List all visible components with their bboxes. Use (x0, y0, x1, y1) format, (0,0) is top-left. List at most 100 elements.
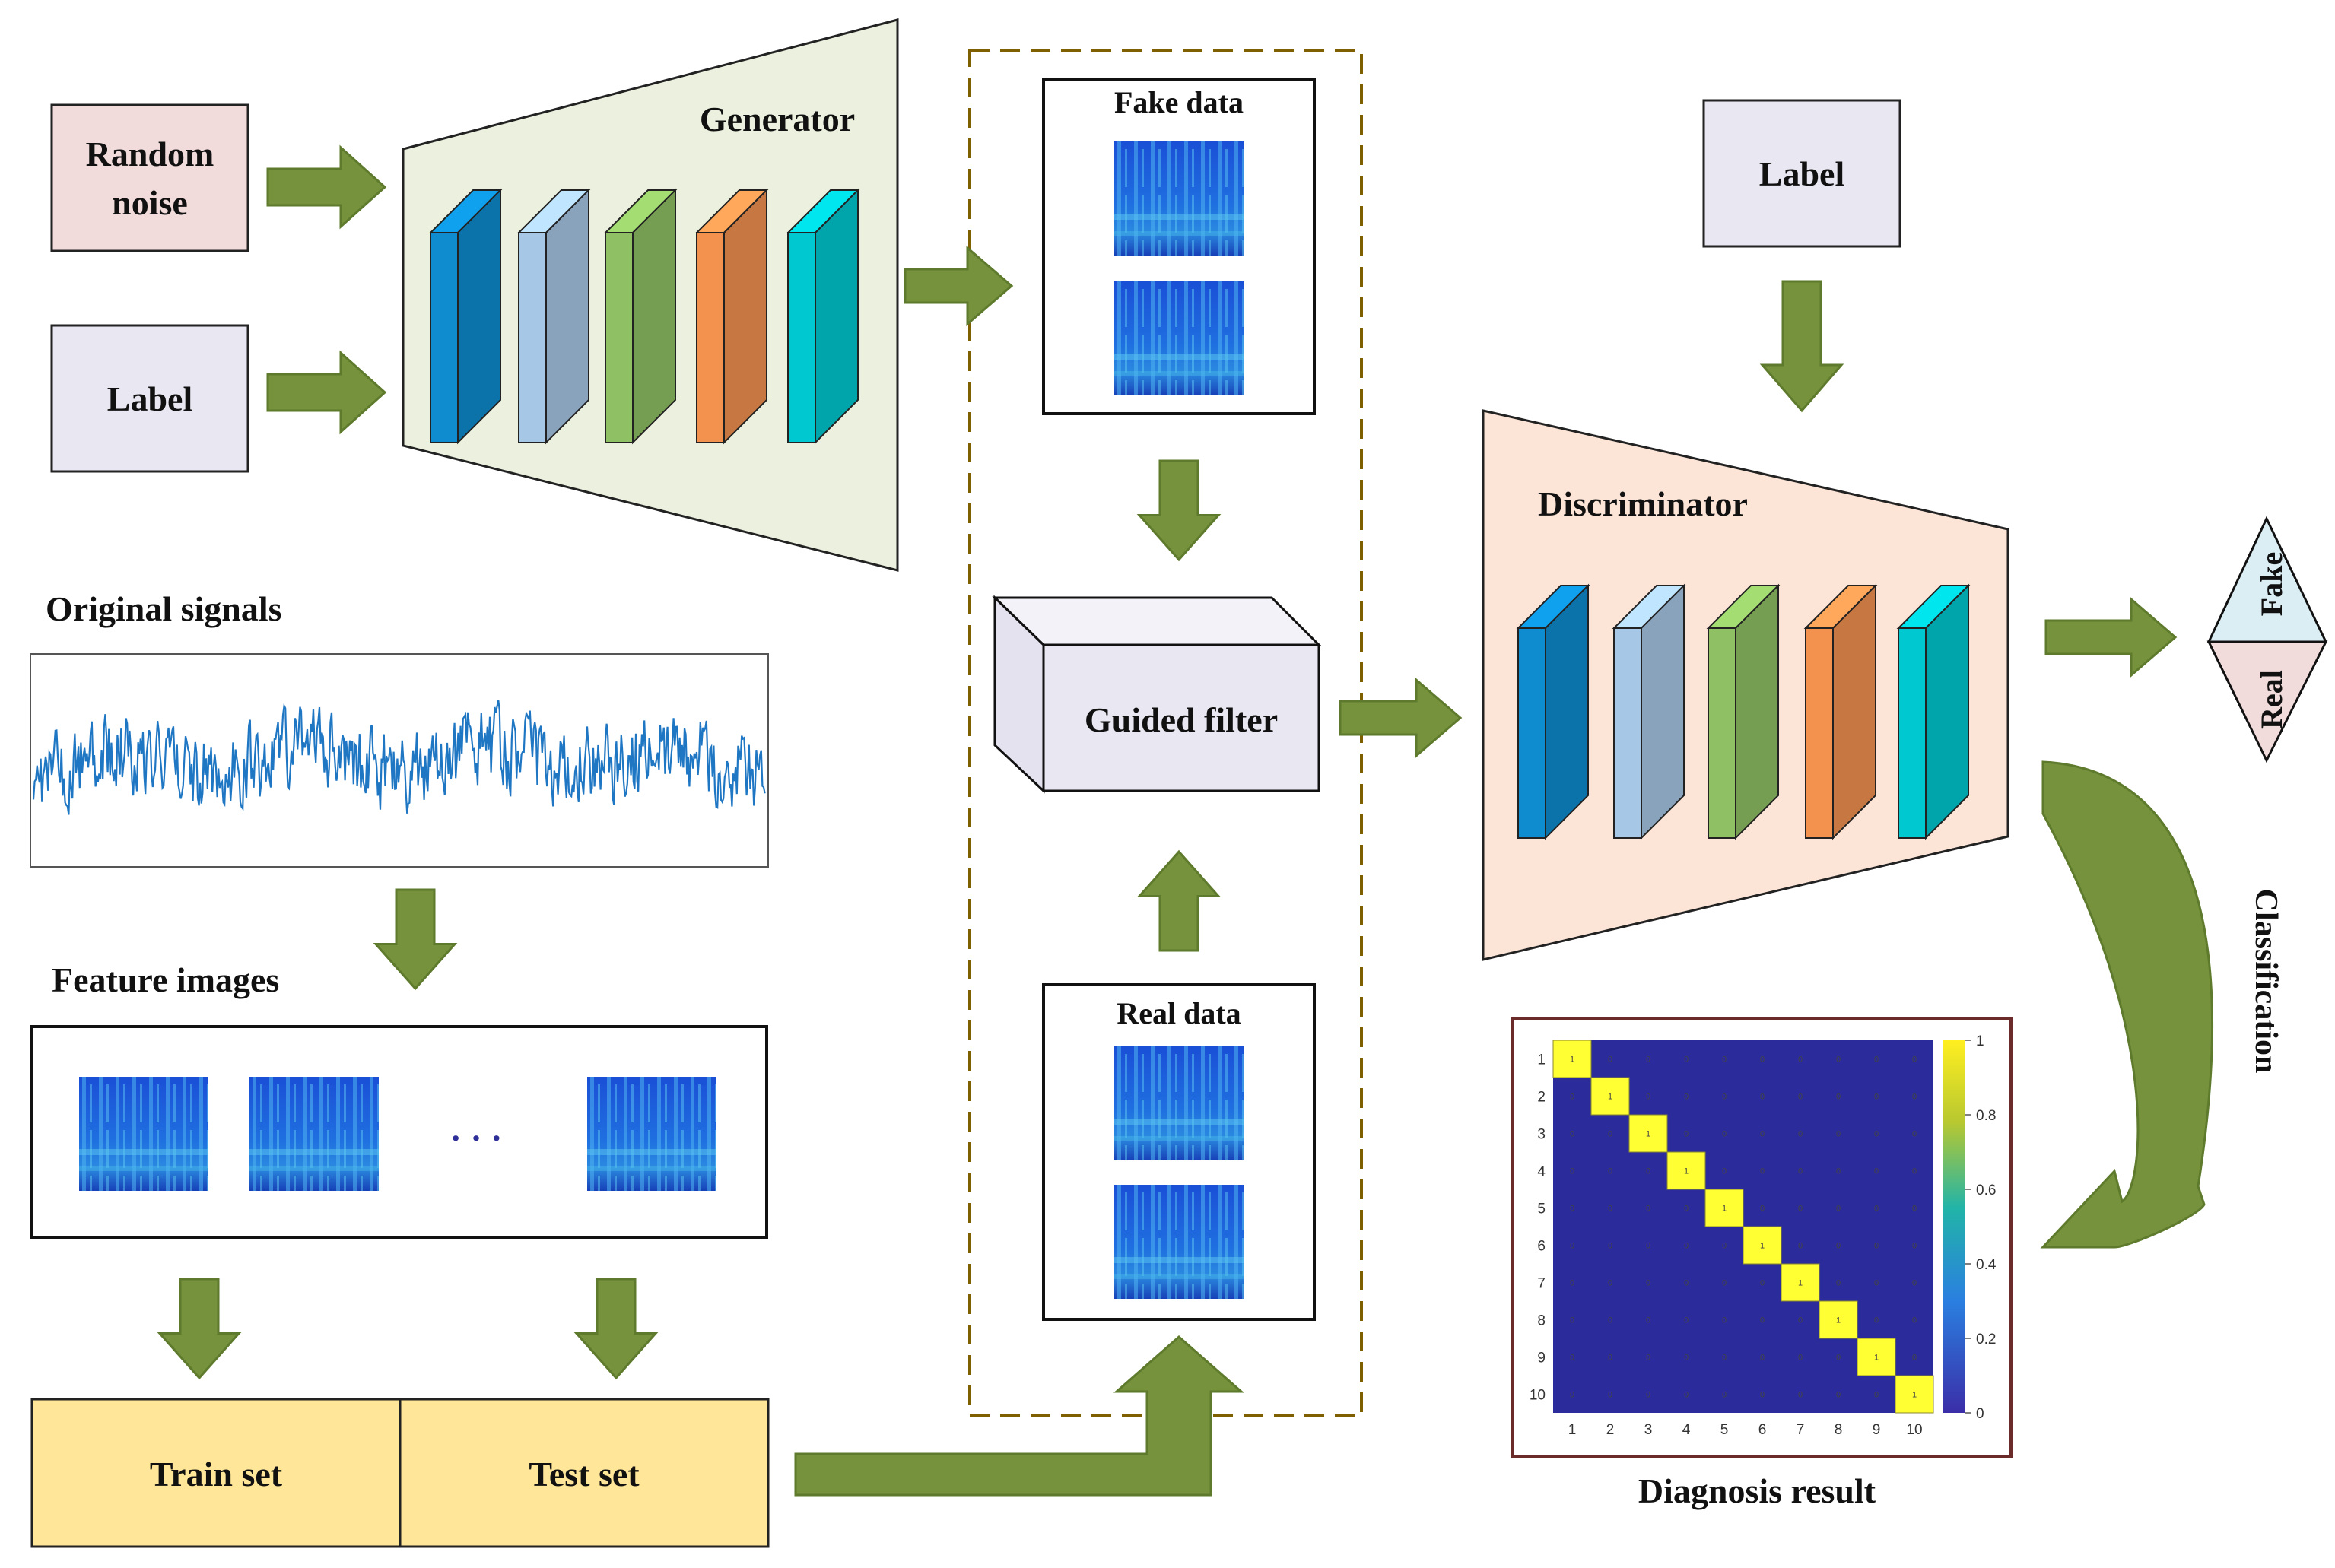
matrix-cell-value: 0 (1874, 1242, 1879, 1251)
matrix-x-tick: 2 (1606, 1422, 1615, 1438)
guided-filter-box: Guided filter (992, 595, 1322, 794)
matrix-y-tick: 7 (1537, 1276, 1546, 1292)
matrix-x-tick: 6 (1758, 1422, 1767, 1438)
matrix-cell-value: 0 (1608, 1354, 1612, 1363)
matrix-cell-value: 0 (1608, 1242, 1612, 1251)
train-test-split: Train set Test set (30, 1398, 770, 1548)
matrix-y-tick: 10 (1530, 1388, 1546, 1404)
matrix-cell-value: 0 (1722, 1167, 1727, 1176)
matrix-cell-value: 1 (1760, 1242, 1765, 1251)
matrix-cell-value: 0 (1836, 1167, 1841, 1176)
matrix-y-tick: 8 (1537, 1313, 1546, 1329)
layer-block (516, 188, 591, 445)
real-data-box: Real data (1042, 983, 1316, 1321)
matrix-cell-value: 0 (1836, 1391, 1841, 1400)
classification-curved-arrow (2040, 760, 2214, 1249)
matrix-y-tick: 1 (1537, 1052, 1546, 1068)
original-signal-panel (30, 653, 769, 868)
layer-block (1612, 583, 1686, 840)
matrix-x-tick: 4 (1682, 1422, 1691, 1438)
matrix-y-tick: 5 (1537, 1201, 1546, 1217)
matrix-cell-value: 0 (1912, 1130, 1917, 1139)
matrix-cell-value: 0 (1608, 1167, 1612, 1176)
matrix-cell-value: 0 (1912, 1242, 1917, 1251)
matrix-x-tick: 3 (1644, 1422, 1653, 1438)
colorbar-tick: 1 (1976, 1033, 1984, 1049)
matrix-cell-value: 0 (1646, 1279, 1650, 1288)
matrix-cell-value: 1 (1684, 1167, 1689, 1176)
matrix-cell-value: 0 (1646, 1354, 1650, 1363)
matrix-cell-value: 0 (1798, 1055, 1803, 1065)
matrix-cell-value: 0 (1874, 1316, 1879, 1325)
matrix-cell-value: 0 (1608, 1316, 1612, 1325)
real-label: Real (2254, 670, 2289, 729)
matrix-cell-value: 0 (1798, 1205, 1803, 1214)
guided-filter-label: Guided filter (1085, 700, 1278, 739)
matrix-cell-diagonal (1590, 1077, 1630, 1116)
colorbar-tick: 0.6 (1976, 1182, 1996, 1198)
real-spectrogram-2 (1114, 1185, 1244, 1299)
matrix-cell-value: 1 (1836, 1316, 1841, 1325)
matrix-cell-diagonal (1552, 1040, 1592, 1078)
matrix-cell-value: 1 (1608, 1093, 1612, 1102)
colorbar (1943, 1040, 1965, 1413)
matrix-cell-value: 0 (1874, 1205, 1879, 1214)
matrix-cell-value: 0 (1760, 1354, 1765, 1363)
original-signals-label: Original signals (46, 589, 282, 628)
label-right-text: Label (1759, 154, 1844, 193)
discriminator-title: Discriminator (1538, 484, 1748, 523)
fake-data-box: Fake data (1042, 78, 1316, 415)
train-set-label: Train set (150, 1455, 283, 1493)
test-set-label: Test set (529, 1455, 640, 1493)
colorbar-tick: 0 (1976, 1406, 1984, 1422)
matrix-y-tick: 9 (1537, 1351, 1546, 1366)
matrix-cell-value: 0 (1722, 1391, 1727, 1400)
matrix-cell-value: 0 (1684, 1279, 1689, 1288)
matrix-cell-diagonal (1819, 1300, 1858, 1339)
generator-layers (428, 188, 860, 445)
feature-image-n (587, 1077, 716, 1191)
matrix-x-tick: 7 (1797, 1422, 1805, 1438)
matrix-cell-value: 0 (1760, 1391, 1765, 1400)
real-spectrogram-1 (1114, 1046, 1244, 1160)
matrix-cell-value: 0 (1608, 1130, 1612, 1139)
discriminator-to-output-arrow (2044, 596, 2178, 678)
classification-label: Classification (2248, 889, 2283, 1074)
matrix-cell-value: 0 (1570, 1167, 1574, 1176)
matrix-cell-value: 0 (1912, 1316, 1917, 1325)
matrix-cell-value: 1 (1570, 1055, 1574, 1065)
ellipsis: · · · (450, 1119, 502, 1157)
label-to-generator-arrow (266, 350, 387, 435)
matrix-cell-diagonal (1781, 1263, 1820, 1302)
matrix-cell-value: 0 (1874, 1093, 1879, 1102)
matrix-cell-value: 0 (1684, 1391, 1689, 1400)
label-left-text: Label (107, 379, 192, 418)
noise-to-generator-arrow (266, 144, 387, 230)
matrix-cell-value: 0 (1760, 1316, 1765, 1325)
discriminator: Discriminator (1482, 409, 2009, 961)
matrix-cell-value: 0 (1760, 1130, 1765, 1139)
matrix-cell-value: 0 (1836, 1055, 1841, 1065)
matrix-cell-value: 0 (1874, 1391, 1879, 1400)
matrix-cell-value: 0 (1646, 1242, 1650, 1251)
flow-arrows (157, 144, 2178, 1380)
matrix-cell-value: 0 (1608, 1279, 1612, 1288)
matrix-cell-value: 0 (1570, 1205, 1574, 1214)
matrix-cell-value: 0 (1874, 1055, 1879, 1065)
matrix-x-tick: 5 (1720, 1422, 1729, 1438)
matrix-cell-value: 0 (1912, 1205, 1917, 1214)
matrix-cell-value: 0 (1722, 1130, 1727, 1139)
matrix-cell-value: 0 (1798, 1093, 1803, 1102)
layer-block (428, 188, 503, 445)
matrix-cell-value: 0 (1646, 1316, 1650, 1325)
matrix-cell-value: 0 (1722, 1093, 1727, 1102)
label-box-left: Label (50, 324, 249, 473)
layer-block (694, 188, 769, 445)
matrix-cell-value: 0 (1760, 1167, 1765, 1176)
matrix-cell-diagonal (1628, 1114, 1668, 1153)
matrix-cell-value: 0 (1912, 1055, 1917, 1065)
matrix-cell-value: 0 (1912, 1279, 1917, 1288)
matrix-cell-value: 0 (1912, 1093, 1917, 1102)
